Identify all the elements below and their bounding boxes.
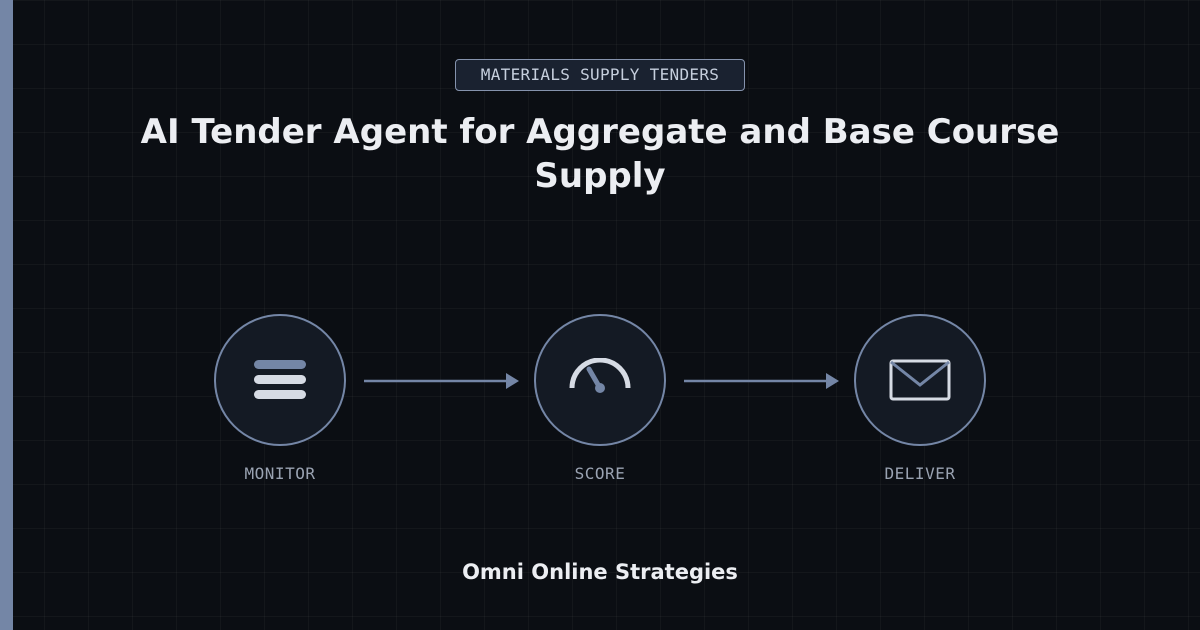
gauge-icon: [569, 358, 631, 393]
step-monitor-circle: [214, 314, 346, 446]
step-score-circle: [534, 314, 666, 446]
step-deliver-label: DELIVER: [884, 464, 956, 483]
brand-footer: Omni Online Strategies: [462, 560, 738, 584]
step-score-label: SCORE: [574, 464, 626, 483]
step-monitor-label: MONITOR: [244, 464, 316, 483]
arrow-score-to-deliver: [684, 373, 839, 389]
page-title: AI Tender Agent for Aggregate and Base C…: [140, 112, 1060, 196]
category-badge: MATERIALS SUPPLY TENDERS: [455, 59, 745, 91]
list-icon: [254, 360, 306, 399]
step-deliver-circle: [854, 314, 986, 446]
envelope-icon: [889, 359, 951, 401]
step-deliver: DELIVER: [854, 314, 986, 483]
step-score: SCORE: [534, 314, 666, 483]
left-accent-bar: [0, 0, 13, 630]
arrow-monitor-to-score: [364, 373, 519, 389]
step-monitor: MONITOR: [214, 314, 346, 483]
